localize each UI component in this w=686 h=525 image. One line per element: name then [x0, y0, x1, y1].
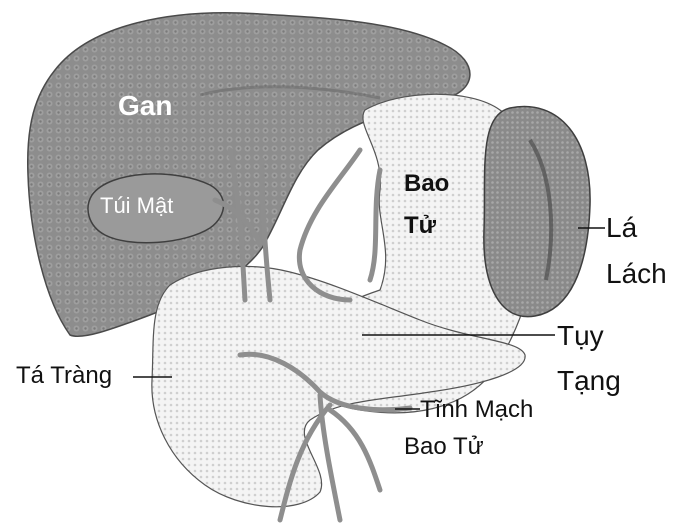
spleen-shape — [484, 107, 590, 317]
label-stomach-line1: Bao — [404, 172, 449, 196]
label-pancreas-line2: Tạng — [557, 367, 621, 395]
label-pancreas-line1: Tụy — [557, 322, 604, 350]
label-duodenum: Tá Tràng — [16, 364, 112, 388]
label-spleen-line2: Lách — [606, 260, 667, 288]
label-gastric-vein-line1: Tĩnh Mạch — [420, 398, 533, 422]
label-gallbladder: Túi Mật — [100, 195, 173, 217]
label-stomach-line2: Tử — [404, 214, 436, 238]
label-spleen-line1: Lá — [606, 214, 637, 242]
label-liver: Gan — [118, 92, 172, 120]
label-gastric-vein-line2: Bao Tử — [404, 435, 484, 459]
